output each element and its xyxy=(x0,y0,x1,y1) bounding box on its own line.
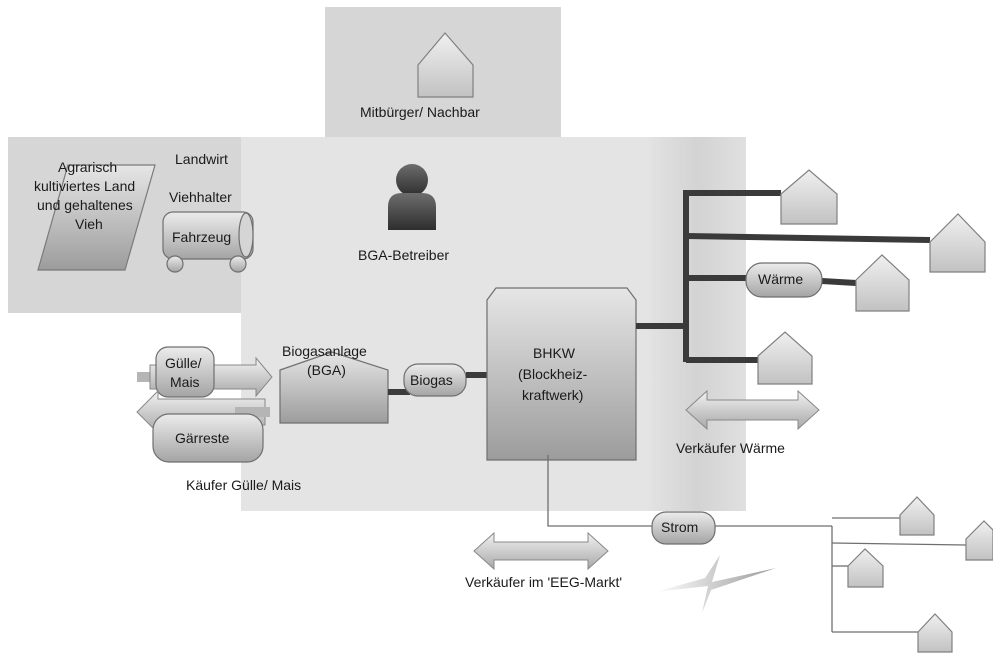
house-icon-4 xyxy=(757,331,813,385)
house-icon-5 xyxy=(899,496,935,536)
biogas-plant-label-line2: (BGA) xyxy=(307,362,346,378)
house-icon-6 xyxy=(965,520,993,561)
land-label-line3: und gehaltenes xyxy=(37,197,133,213)
house-icon-7 xyxy=(847,548,884,588)
person-icon xyxy=(388,164,436,230)
strom-label: Strom xyxy=(661,519,699,535)
viehhalter-label: Viehhalter xyxy=(169,189,232,205)
biogas-plant-label-line1: Biogasanlage xyxy=(282,343,367,359)
land-label-line2: kultiviertes Land xyxy=(34,178,136,194)
eeg-seller-double-arrow-icon xyxy=(473,531,609,571)
biogas-label: Biogas xyxy=(410,372,453,388)
neighbor-house-icon xyxy=(417,32,474,98)
heat-seller-label: Verkäufer Wärme xyxy=(676,440,785,456)
land-label-line4: Vieh xyxy=(75,216,103,232)
neighbor-label: Mitbürger/ Nachbar xyxy=(360,104,480,120)
bhkw-block xyxy=(486,287,637,461)
land-label-line1: Agrarisch xyxy=(58,159,118,175)
lightning-icon xyxy=(655,555,776,613)
biogas-pill xyxy=(403,363,467,397)
bhkw-label-line1: BHKW xyxy=(533,345,575,361)
gaerreste-label: Gärreste xyxy=(175,430,230,446)
vehicle-wheel-left xyxy=(166,255,184,273)
buyer-guelle-label: Käufer Gülle/ Mais xyxy=(186,477,302,493)
land-parallelogram xyxy=(37,164,156,271)
house-icon-1 xyxy=(780,169,838,225)
fahrzeug-label: Fahrzeug xyxy=(172,229,232,245)
biogas-plant xyxy=(279,351,389,424)
guelle-label-line2: Mais xyxy=(170,374,200,390)
heat-network xyxy=(636,190,931,363)
guelle-label-line1: Gülle/ xyxy=(165,355,202,371)
waerme-label: Wärme xyxy=(758,271,804,287)
vehicle-tank-end xyxy=(238,212,254,258)
waerme-pill xyxy=(745,262,823,298)
house-icon-2 xyxy=(929,213,986,273)
vehicle-wheel-right xyxy=(229,255,247,273)
bhkw-label-line3: kraftwerk) xyxy=(522,387,584,403)
gaerreste-pill xyxy=(152,413,264,463)
electricity-line xyxy=(547,455,967,633)
bhkw-label-line2: (Blockheiz- xyxy=(518,366,588,382)
operator-label: BGA-Betreiber xyxy=(358,247,450,263)
house-icon-3 xyxy=(855,254,910,312)
eeg-seller-label: Verkäufer im 'EEG-Markt' xyxy=(465,574,623,590)
landwirt-label: Landwirt xyxy=(175,151,228,167)
guelle-pill xyxy=(155,346,215,398)
house-icon-8 xyxy=(917,613,953,653)
strom-pill xyxy=(651,511,716,545)
heat-seller-double-arrow-icon xyxy=(685,389,820,431)
